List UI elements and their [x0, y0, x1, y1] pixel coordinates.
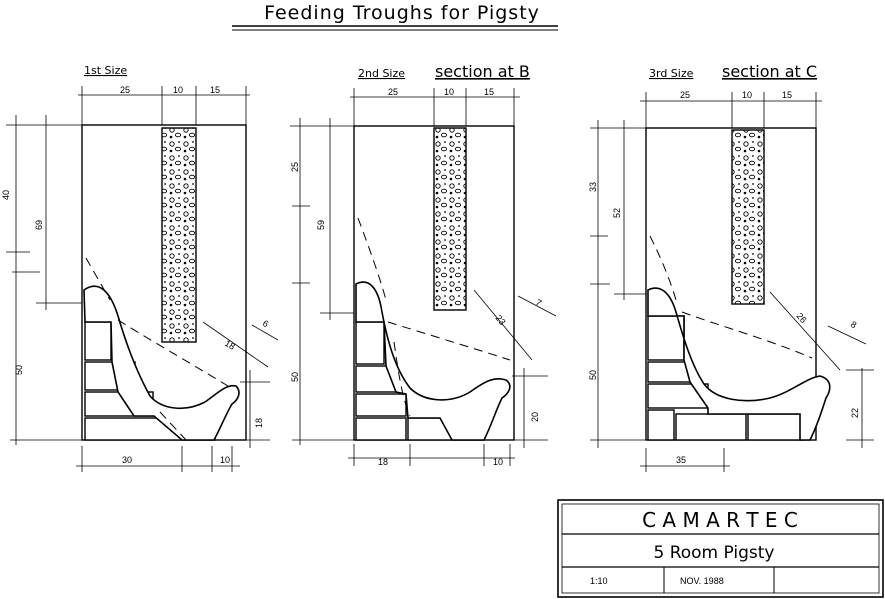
- trough-mortar: [647, 287, 831, 441]
- title-block: C A M A R T E C 5 Room Pigsty 1:10 NOV. …: [557, 499, 884, 598]
- company-name: C A M A R T E C: [642, 508, 798, 532]
- brick-base: [647, 315, 803, 441]
- panel-section-label: section at C: [722, 62, 817, 81]
- trough-mortar: [83, 285, 240, 441]
- right-dimension: 20: [512, 368, 548, 448]
- dim-top-3: 15: [484, 87, 494, 97]
- dim-slope-1: 26: [794, 311, 808, 325]
- dim-slope-2: 6: [261, 318, 270, 329]
- dim-left-2: 52: [612, 208, 622, 218]
- concrete-board: [433, 127, 467, 311]
- dim-top-3: 15: [210, 85, 220, 95]
- dim-bottom-1: 35: [676, 455, 686, 465]
- dim-bottom-1: 18: [378, 457, 388, 467]
- dim-top-2: 10: [444, 87, 454, 97]
- panel-2nd-size: 2nd Size section at B 25 10 15 25 59 50: [290, 62, 557, 467]
- dim-bottom-1: 30: [122, 455, 132, 465]
- dim-top-2: 10: [742, 90, 752, 100]
- drawing-date: NOV. 1988: [680, 576, 724, 586]
- panel-heading: 2nd Size: [358, 67, 405, 80]
- bottom-dimensions: 18 10: [348, 444, 515, 467]
- dim-left-1: 25: [290, 162, 300, 172]
- drawing-scale: 1:10: [590, 576, 608, 586]
- top-dimensions: 25 10 15: [78, 85, 250, 125]
- dim-top-1: 25: [120, 85, 130, 95]
- dim-slope-1: 23: [493, 313, 507, 327]
- dim-top-2: 10: [173, 85, 183, 95]
- dim-left-1: 40: [1, 190, 11, 200]
- slope-dimension: 26 8: [769, 291, 867, 371]
- dim-slope-2: 7: [534, 297, 543, 308]
- trough-mortar: [355, 281, 511, 441]
- right-dimension: 22: [846, 368, 874, 448]
- dim-right: 20: [530, 412, 540, 422]
- dim-right: 22: [850, 408, 860, 418]
- concrete-board: [161, 127, 197, 343]
- concrete-board: [731, 129, 765, 305]
- dim-left-2: 59: [316, 220, 326, 230]
- top-dimensions: 25 10 15: [350, 87, 520, 126]
- top-dimensions: 25 10 15: [640, 90, 822, 128]
- drawing-title: Feeding Troughs for Pigsty: [264, 2, 540, 24]
- left-dimensions: 40 69 50: [1, 115, 82, 445]
- slope-dimension: 18 6: [202, 318, 279, 368]
- dim-top-3: 15: [782, 90, 792, 100]
- dim-slope-1: 18: [223, 338, 237, 352]
- panel-1st-size: 1st Size 25 10 15 40 69 50: [1, 64, 279, 472]
- bottom-dimensions: 30 10: [76, 446, 240, 472]
- project-name: 5 Room Pigsty: [653, 543, 774, 563]
- dim-bottom-2: 10: [493, 457, 503, 467]
- right-dimension: 18: [240, 370, 270, 448]
- slope-dimension: 23 7: [473, 289, 557, 361]
- bottom-dimensions: 35: [640, 448, 730, 472]
- panel-3rd-size: 3rd Size section at C 25 10 15 33 52 50: [588, 62, 874, 472]
- left-dimensions: 25 59 50: [290, 118, 354, 445]
- dim-bottom-2: 10: [220, 455, 230, 465]
- dim-left-3: 50: [588, 370, 598, 380]
- dim-top-1: 25: [680, 90, 690, 100]
- dim-right: 18: [254, 418, 264, 428]
- dim-left-2: 69: [34, 220, 44, 230]
- dim-left-3: 50: [14, 365, 24, 375]
- dim-left-3: 50: [290, 372, 300, 382]
- left-dimensions: 33 52 50: [588, 120, 646, 448]
- panel-heading: 1st Size: [84, 64, 127, 77]
- dim-top-1: 25: [388, 87, 398, 97]
- panel-section-label: section at B: [435, 62, 530, 81]
- dim-slope-2: 8: [849, 319, 858, 330]
- panel-heading: 3rd Size: [649, 67, 694, 80]
- dim-left-1: 33: [588, 182, 598, 192]
